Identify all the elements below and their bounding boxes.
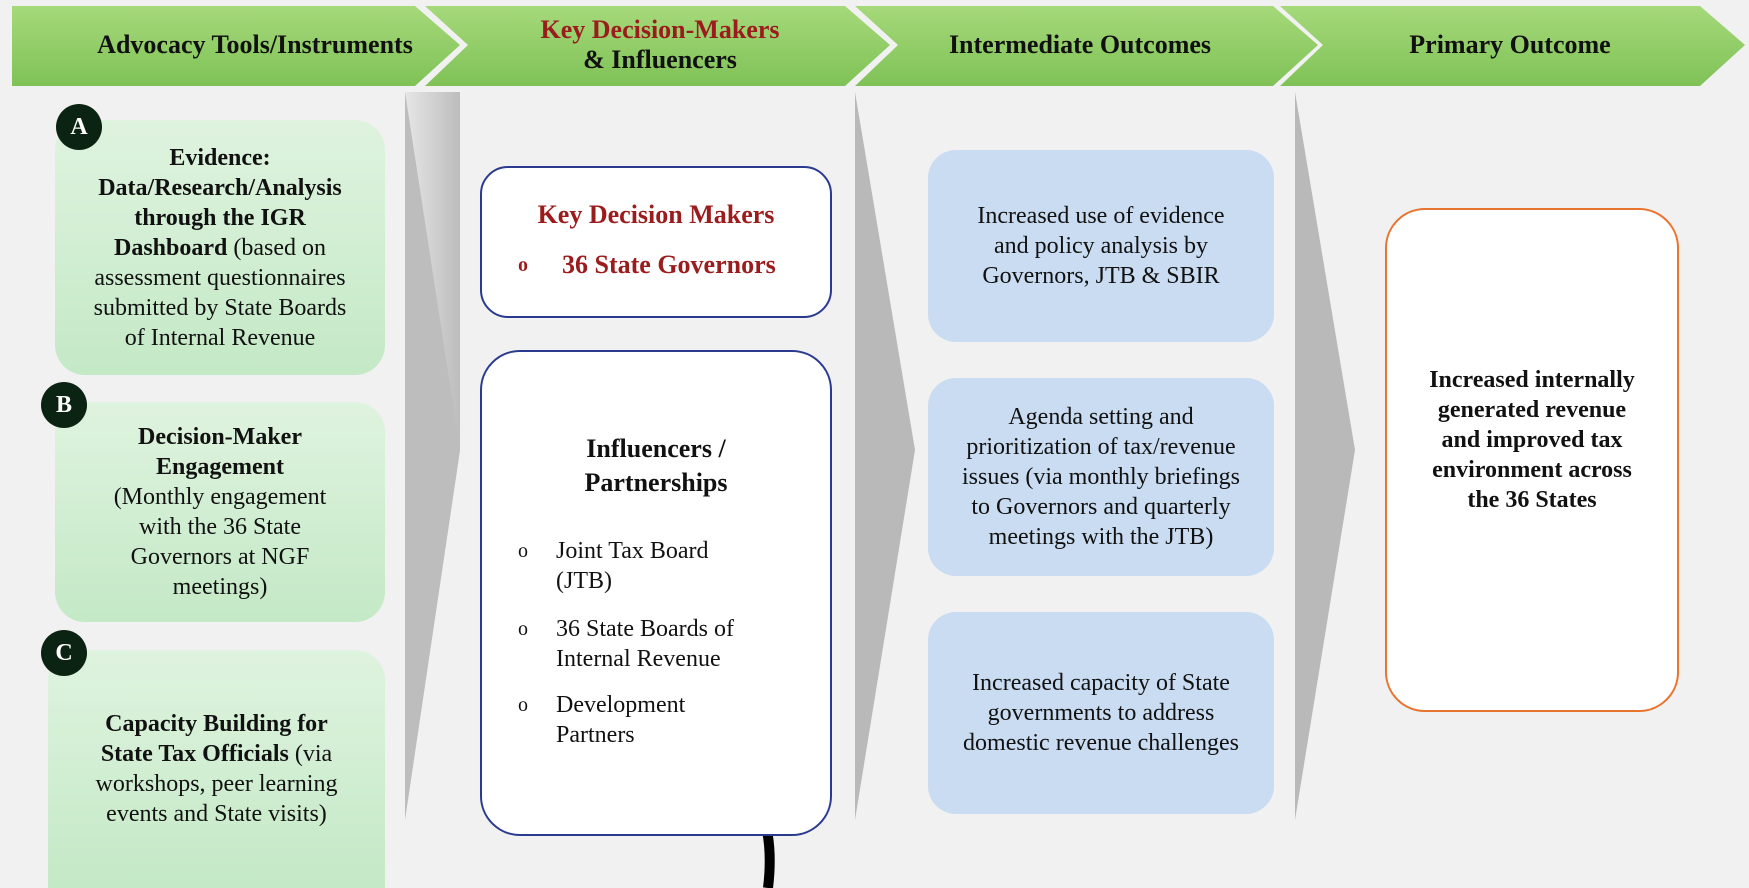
header-advocacy-tools: Advocacy Tools/Instruments: [97, 30, 413, 59]
header-intermediate-outcomes: Intermediate Outcomes: [948, 30, 1212, 59]
flow-arrow-2: [855, 92, 915, 820]
badge-b: B: [43, 384, 85, 426]
intermediate-outcome-2: Agenda setting and prioritization of tax…: [928, 378, 1274, 576]
bullet-icon: o: [518, 618, 528, 640]
bullet-icon: o: [518, 694, 528, 716]
tool-box-c: Capacity Building for State Tax Official…: [48, 650, 385, 888]
header-chevron-3: [855, 6, 1318, 86]
header-decision-makers: Key Decision-Makers & Influencers: [440, 6, 880, 84]
flow-arrow-1-tip: [405, 92, 460, 820]
header-decision-makers-line1: Key Decision-Makers: [540, 15, 780, 44]
primary-outcome-box: Increased internally generated revenue a…: [1385, 208, 1679, 712]
flow-arrow-3: [1295, 92, 1355, 820]
header-primary-outcome: Primary Outcome: [1409, 30, 1611, 59]
influencers-title: Influencers / Partnerships: [584, 434, 728, 497]
badge-c: C: [43, 632, 85, 674]
intermediate-outcome-3: Increased capacity of State governments …: [928, 612, 1274, 814]
header-chevron-4: [1280, 6, 1745, 86]
key-decision-makers-title: Key Decision Makers: [537, 200, 775, 229]
influencers-box: Influencers / Partnerships o Joint Tax B…: [480, 350, 832, 836]
header-chevron-1: [12, 6, 460, 86]
bullet-icon: o: [518, 540, 528, 562]
key-decision-makers-box: Key Decision Makers o 36 State Governors: [480, 166, 832, 318]
bullet-icon: o: [518, 254, 528, 276]
header-decision-makers-line2: & Influencers: [583, 45, 737, 74]
header-chevron-2: [425, 6, 890, 86]
tool-box-a: Evidence: Data/Research/Analysis through…: [55, 120, 385, 375]
intermediate-outcome-1: Increased use of evidence and policy ana…: [928, 150, 1274, 342]
key-decision-makers-item: o 36 State Governors: [518, 250, 776, 279]
tool-box-b: Decision-Maker Engagement (Monthly engag…: [55, 402, 385, 622]
influencer-item-jtb: o Joint Tax Board(JTB): [518, 538, 709, 594]
badge-a: A: [58, 106, 100, 148]
